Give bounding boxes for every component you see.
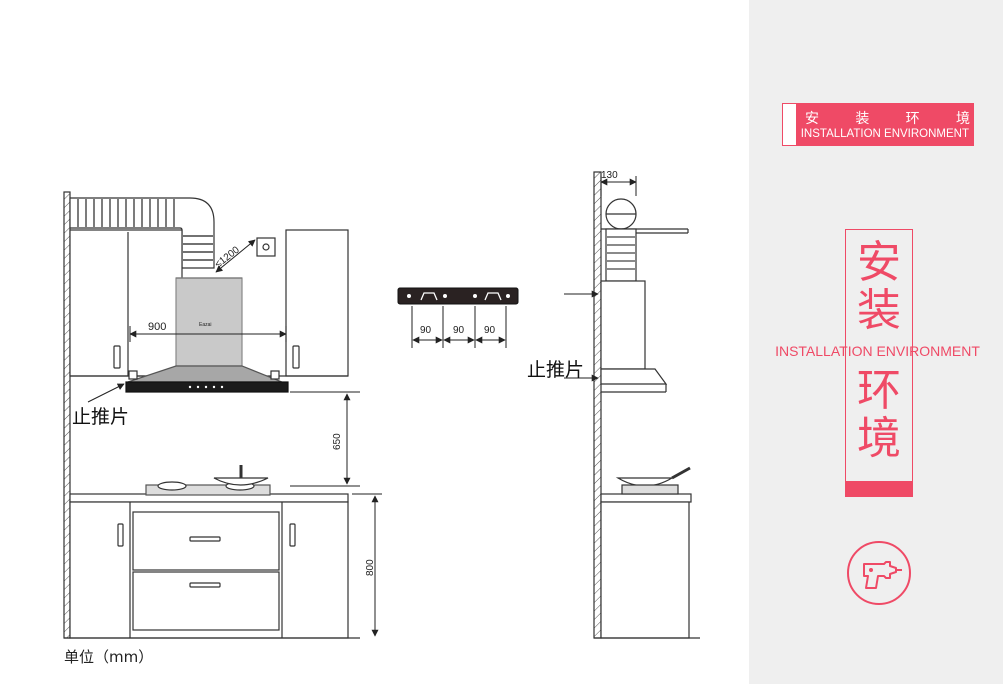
front-dimensions	[87, 239, 382, 637]
header-title-cn: 安 装 环 境	[805, 111, 970, 127]
unit-label: 单位（mm）	[64, 648, 154, 666]
vertical-title-box	[845, 229, 913, 497]
side-duct	[605, 228, 637, 282]
vertical-char-1: 安	[857, 237, 901, 288]
side-stop-label: 止推片	[527, 359, 585, 381]
header-badge: 安 装 环 境 INSTALLATION ENVIRONMENT	[782, 103, 974, 146]
vertical-label-en: INSTALLATION ENVIRONMENT	[775, 343, 980, 359]
front-stop-label: 止推片	[72, 406, 130, 428]
upper-cabinet-left	[69, 229, 183, 377]
upper-cabinet-right	[285, 229, 349, 377]
cabinet-dim-label: 800	[365, 559, 376, 576]
bracket-dim-1: 90	[420, 325, 432, 336]
diag-dim-label: ≤1200	[213, 244, 242, 270]
flexible-duct	[69, 197, 215, 269]
drill-icon	[847, 541, 911, 605]
mounting-bracket	[397, 287, 519, 348]
header-title-en: INSTALLATION ENVIRONMENT	[800, 128, 969, 140]
vertical-char-3: 环	[857, 365, 901, 416]
gas-stove	[145, 465, 271, 496]
bracket-dim-2: 90	[453, 325, 465, 336]
vertical-title-bar	[845, 481, 913, 497]
installation-diagram: 900 ≤1200 650 800 Eazai 90 90 90	[63, 170, 700, 639]
width-dim-label: 900	[148, 321, 166, 333]
hood-chimney	[175, 277, 243, 367]
side-counter	[600, 493, 692, 503]
side-view	[593, 171, 700, 639]
front-wall	[63, 191, 71, 639]
side-canopy	[600, 368, 668, 385]
side-chimney	[600, 280, 646, 370]
vertical-char-2: 装	[857, 285, 901, 336]
side-depth-dim: 130	[601, 170, 618, 181]
height-dim-label: 650	[332, 433, 343, 450]
vertical-char-4: 境	[857, 413, 901, 464]
power-socket	[256, 237, 276, 257]
front-view	[63, 191, 360, 639]
bracket-dim-3: 90	[484, 325, 496, 336]
side-wall	[593, 171, 602, 639]
hood-brand: Eazai	[199, 322, 212, 328]
